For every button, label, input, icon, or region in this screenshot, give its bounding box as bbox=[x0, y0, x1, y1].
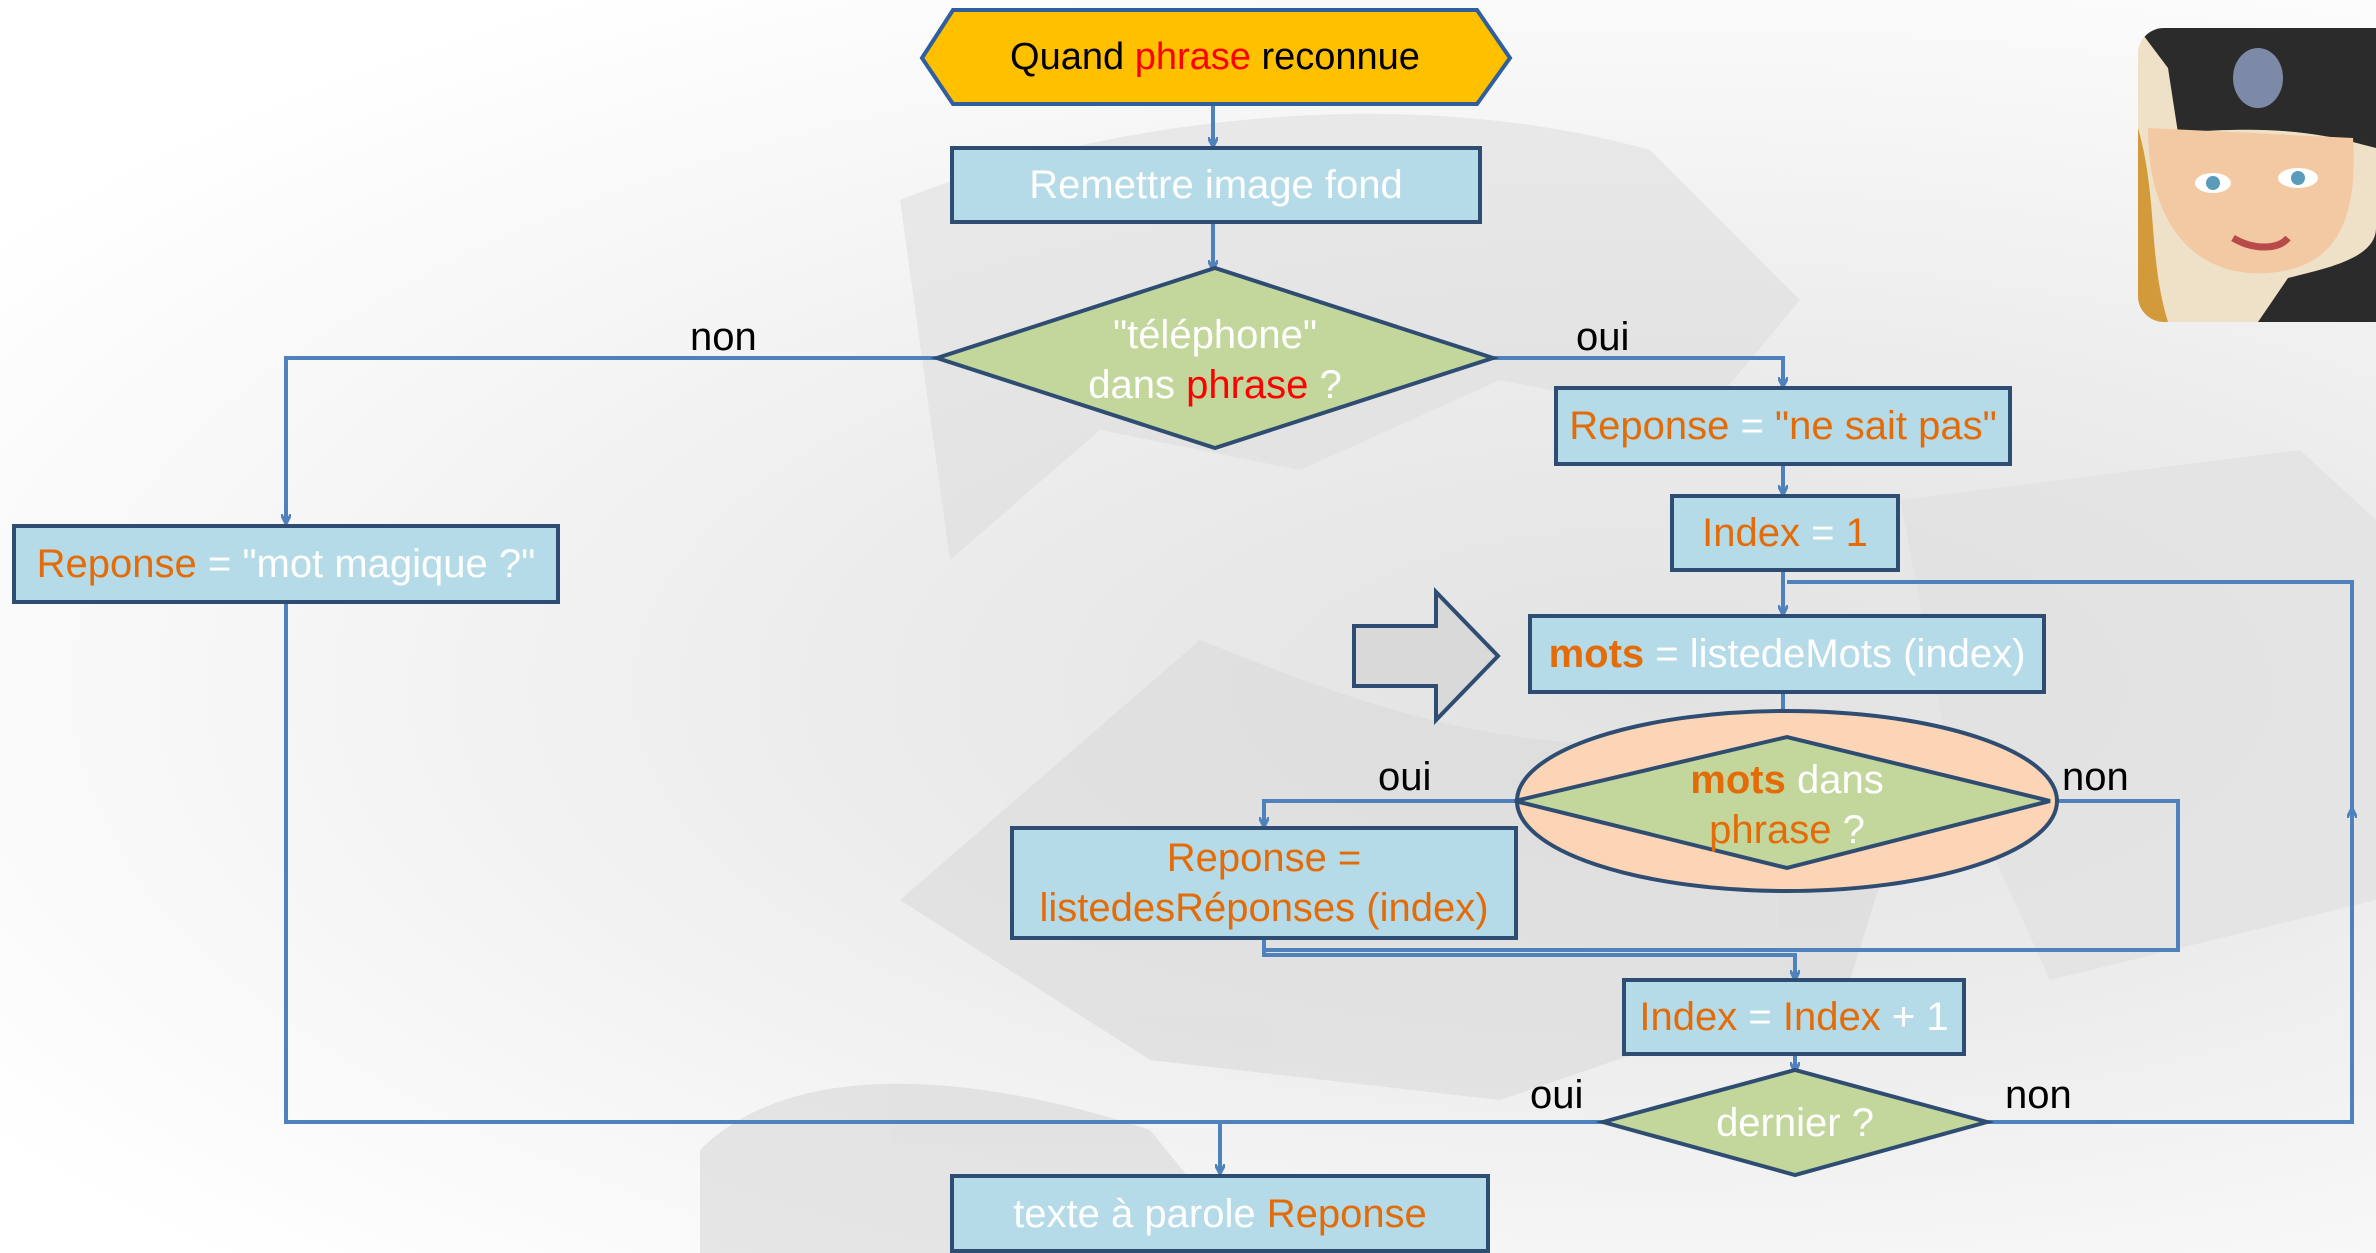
edge-label-non-1: non bbox=[690, 315, 757, 359]
decision-telephone-post: ? bbox=[1308, 363, 1342, 407]
edge-label-non-2: non bbox=[2062, 755, 2129, 799]
mots-assign-box: mots = listedeMots (index) bbox=[1528, 614, 2046, 694]
decision-mots-post: ? bbox=[1831, 808, 1865, 852]
decision-dernier-label: dernier ? bbox=[1716, 1101, 1874, 1145]
decision-dernier-diamond bbox=[1595, 1067, 1995, 1178]
index-init-box: Index = 1 bbox=[1670, 494, 1900, 572]
reponse-liste-line1: Reponse = bbox=[1166, 836, 1362, 880]
index-init-var: Index bbox=[1702, 511, 1800, 555]
reponse-magique-value: "mot magique ?" bbox=[242, 542, 536, 586]
decision-mots-word: dans bbox=[1785, 758, 1884, 802]
reponse-liste-box: Reponse = listedesRéponses (index) bbox=[1010, 826, 1518, 940]
right-arrow-icon bbox=[1352, 587, 1501, 725]
reponse-magique-var: Reponse bbox=[36, 542, 197, 586]
decision-telephone-diamond bbox=[930, 265, 1500, 451]
decision-mots-var: mots bbox=[1690, 758, 1786, 802]
output-pre: texte à parole bbox=[1013, 1191, 1267, 1236]
reponse-magique-op: = bbox=[196, 542, 243, 586]
mots-assign-value: listedeMots (index) bbox=[1689, 632, 2026, 676]
edge-label-oui-1: oui bbox=[1576, 315, 1630, 359]
output-box: texte à parole Reponse bbox=[950, 1174, 1490, 1253]
decision-telephone-var: phrase bbox=[1186, 363, 1309, 407]
reponse-ne-sait-pas-var: Reponse bbox=[1569, 404, 1730, 448]
edge-label-non-3: non bbox=[2005, 1073, 2072, 1117]
decision-mots-label: mots dans phrase ? bbox=[1587, 755, 1987, 855]
start-text-end: reconnue bbox=[1261, 35, 1420, 78]
index-incr-var2: Index bbox=[1782, 995, 1881, 1039]
reset-image-box: Remettre image fond bbox=[950, 146, 1482, 224]
decision-telephone-pre: dans bbox=[1088, 363, 1187, 407]
start-variable: phrase bbox=[1134, 35, 1251, 78]
edge-label-oui-3: oui bbox=[1530, 1073, 1584, 1117]
mots-assign-op: = bbox=[1644, 632, 1690, 676]
index-incr-post: + 1 bbox=[1880, 995, 1949, 1039]
reponse-ne-sait-pas-box: Reponse = "ne sait pas" bbox=[1554, 386, 2012, 466]
reponse-ne-sait-pas-op: = bbox=[1729, 404, 1775, 448]
decision-telephone-line1: "téléphone" bbox=[1112, 313, 1318, 357]
index-init-value: 1 bbox=[1845, 511, 1868, 555]
index-incr-var: Index bbox=[1639, 995, 1738, 1039]
portrait-image bbox=[2138, 28, 2376, 322]
reponse-magique-box: Reponse = "mot magique ?" bbox=[12, 524, 560, 604]
index-incr-box: Index = Index + 1 bbox=[1622, 978, 1966, 1056]
start-hexagon bbox=[919, 8, 1513, 106]
reponse-ne-sait-pas-value: "ne sait pas" bbox=[1774, 404, 1997, 448]
index-init-op: = bbox=[1800, 511, 1846, 555]
reset-image-label: Remettre image fond bbox=[1029, 163, 1403, 207]
mots-assign-var: mots bbox=[1548, 632, 1645, 676]
output-var: Reponse bbox=[1266, 1191, 1427, 1236]
index-incr-op: = bbox=[1737, 995, 1783, 1039]
decision-mots-diamond bbox=[1514, 734, 2051, 871]
start-node: Quand phrase reconnue bbox=[953, 10, 1477, 104]
decision-telephone-label: "téléphone" dans phrase ? bbox=[1015, 310, 1415, 410]
decision-mots-var2: phrase bbox=[1709, 808, 1832, 852]
start-text: Quand bbox=[1010, 35, 1125, 78]
edge-label-oui-2: oui bbox=[1378, 755, 1432, 799]
reponse-liste-line2: listedesRéponses (index) bbox=[1039, 886, 1489, 930]
connectors bbox=[286, 104, 2352, 1172]
